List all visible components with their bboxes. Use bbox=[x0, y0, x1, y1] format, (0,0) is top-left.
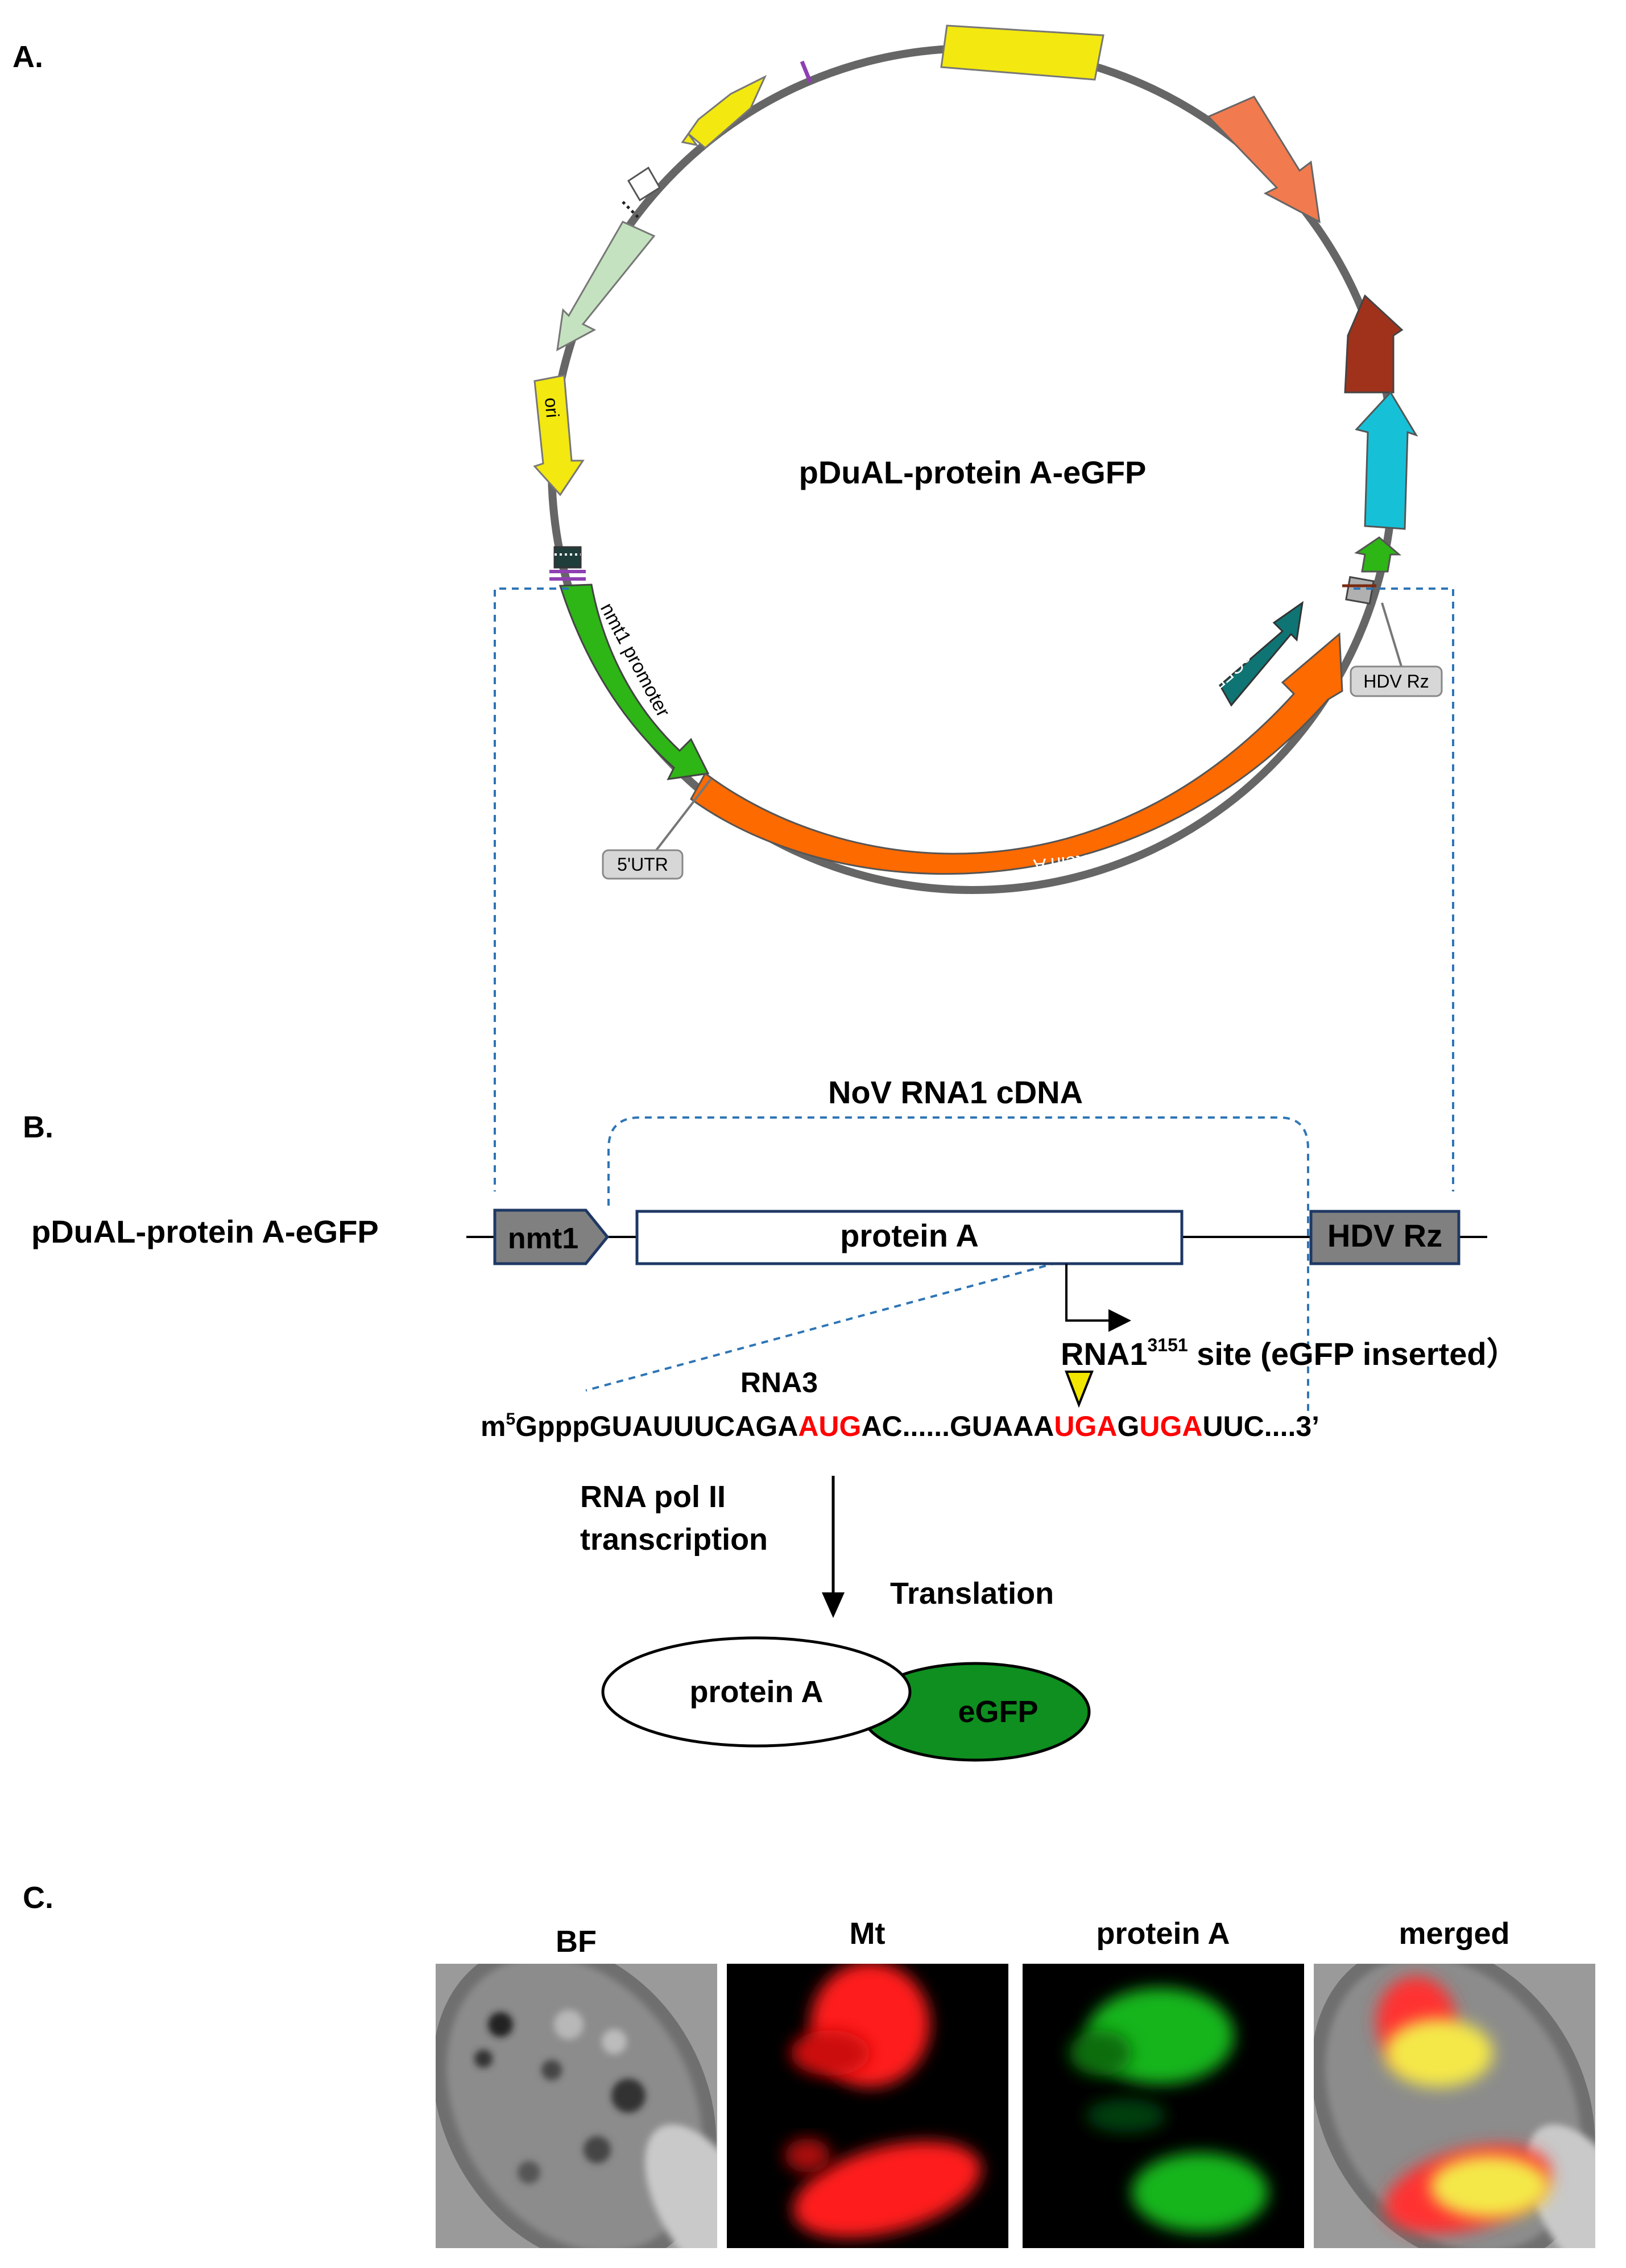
feature-ori-arrow bbox=[533, 374, 585, 496]
fusion-egfp-label: eGFP bbox=[958, 1695, 1038, 1729]
transcription-line2: transcription bbox=[580, 1522, 768, 1557]
feature-white-box-dots bbox=[622, 201, 641, 220]
feature-left-cluster bbox=[553, 546, 582, 569]
micro-image-mt bbox=[727, 1964, 1008, 2248]
feature-lightgreen-arrow bbox=[556, 221, 656, 351]
feature-small-green-arrow bbox=[1354, 536, 1402, 573]
nmt1-block bbox=[493, 1209, 610, 1265]
panel-label-b: B. bbox=[23, 1110, 53, 1144]
micro-title-bf: BF bbox=[556, 1925, 597, 1959]
dashed-connectors bbox=[494, 587, 1454, 1416]
rna-sequence: m5GpppGUAUUUCAGAAUGAC......GUAAAUGAGUGAU… bbox=[481, 1410, 1319, 1442]
feature-purple-tick bbox=[800, 60, 813, 84]
construct-name: pDuAL-protein A-eGFP bbox=[31, 1214, 379, 1249]
feature-protein-a-arrow bbox=[690, 632, 1343, 875]
panel-label-c: C. bbox=[23, 1881, 53, 1915]
micro-image-protein-a bbox=[1023, 1964, 1304, 2248]
panel-label-a: A. bbox=[13, 40, 43, 74]
callout-5utr-text: 5'UTR bbox=[617, 854, 668, 875]
micro-image-bf bbox=[436, 1964, 717, 2248]
rna3-label: RNA3 bbox=[740, 1367, 818, 1398]
micro-title-protein-a: protein A bbox=[1097, 1917, 1230, 1951]
protein-a-block bbox=[635, 1210, 1184, 1265]
plasmid-map: ori nmt1 promoter protein A eGFP 5'UTR H… bbox=[533, 24, 1443, 894]
callout-hdv-box bbox=[1350, 665, 1443, 697]
hdv-rz-block bbox=[1309, 1210, 1460, 1265]
feature-upperleft-yellow-arrow bbox=[681, 75, 767, 149]
callout-5utr-line bbox=[653, 778, 712, 854]
hdv-rz-block-label: HDV Rz bbox=[1327, 1218, 1442, 1253]
feature-cyan-arrow bbox=[1355, 391, 1418, 530]
transcription-arrow-head bbox=[822, 1592, 845, 1618]
callout-5utr-box bbox=[602, 849, 684, 880]
feature-white-box bbox=[627, 166, 661, 202]
feature-ori-label: ori bbox=[541, 396, 563, 419]
insertion-triangle bbox=[1065, 1371, 1094, 1408]
feature-salmon-arrow bbox=[1207, 96, 1321, 224]
transcription-line1: RNA pol II bbox=[580, 1480, 726, 1514]
insertion-site-arrow bbox=[1065, 1264, 1131, 1332]
cdna-label: NoV RNA1 cDNA bbox=[828, 1074, 1083, 1110]
nmt1-label: nmt1 bbox=[508, 1222, 578, 1255]
feature-nmt1-promoter-arrow bbox=[558, 583, 710, 780]
micro-title-mt: Mt bbox=[850, 1917, 886, 1951]
feature-hdv-box bbox=[1345, 576, 1375, 605]
plasmid-title: pDuAL-protein A-eGFP bbox=[799, 454, 1147, 490]
callout-hdv-text: HDV Rz bbox=[1363, 671, 1429, 692]
feature-top-yellow bbox=[940, 24, 1104, 81]
feature-egfp-arrow bbox=[1219, 601, 1304, 707]
callout-hdv-line bbox=[1381, 602, 1403, 669]
fusion-protein-a-label: protein A bbox=[690, 1675, 824, 1709]
translation-label: Translation bbox=[890, 1576, 1054, 1611]
fusion-protein-a-ellipse bbox=[601, 1636, 912, 1748]
micro-title-merged: merged bbox=[1399, 1917, 1509, 1951]
protein-a-block-label: protein A bbox=[840, 1218, 979, 1253]
insertion-site-label: RNA13151 site (eGFP inserted） bbox=[1061, 1335, 1519, 1372]
micro-image-merged bbox=[1314, 1964, 1595, 2248]
feature-darkred-arrow bbox=[1344, 294, 1404, 394]
